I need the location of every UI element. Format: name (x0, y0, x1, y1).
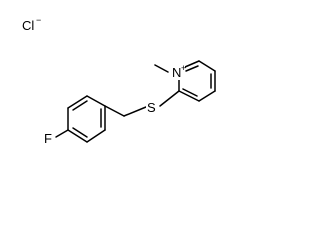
bond-c3-c2-inner (182, 88, 198, 97)
bond-c3-c2 (178, 90, 200, 102)
sulfur-label: S (147, 100, 156, 115)
nitrogen-charge: + (181, 63, 186, 73)
bond-n-c6 (184, 60, 200, 68)
chloride-label: Cl (22, 18, 34, 33)
bond-c2b-c3b (67, 95, 88, 109)
structural-formula: Cl − N + S F (22, 15, 216, 146)
bond-c1-c2b (86, 95, 106, 107)
bond-n-methyl (154, 64, 169, 73)
fluorine-label: F (44, 131, 52, 146)
bond-n-c6-inner (185, 65, 199, 72)
bond-c4b-c5b (67, 129, 88, 143)
nitrogen-label: N (172, 65, 181, 80)
bond-c4b-c5b-inner (72, 127, 88, 138)
bond-c4-c3 (198, 90, 216, 102)
bond-ch2-c1 (104, 105, 125, 117)
bond-c5b-c6b (86, 129, 106, 143)
bond-s-ch2 (123, 106, 147, 117)
bond-c2-s (159, 90, 180, 107)
bonds (55, 60, 216, 143)
bond-c4b-f (55, 129, 69, 138)
bond-c6-c5 (198, 60, 216, 72)
chloride-charge: − (36, 15, 41, 25)
atom-labels: Cl − N + S F (22, 15, 186, 146)
bond-c2b-c3b-inner (72, 100, 88, 111)
